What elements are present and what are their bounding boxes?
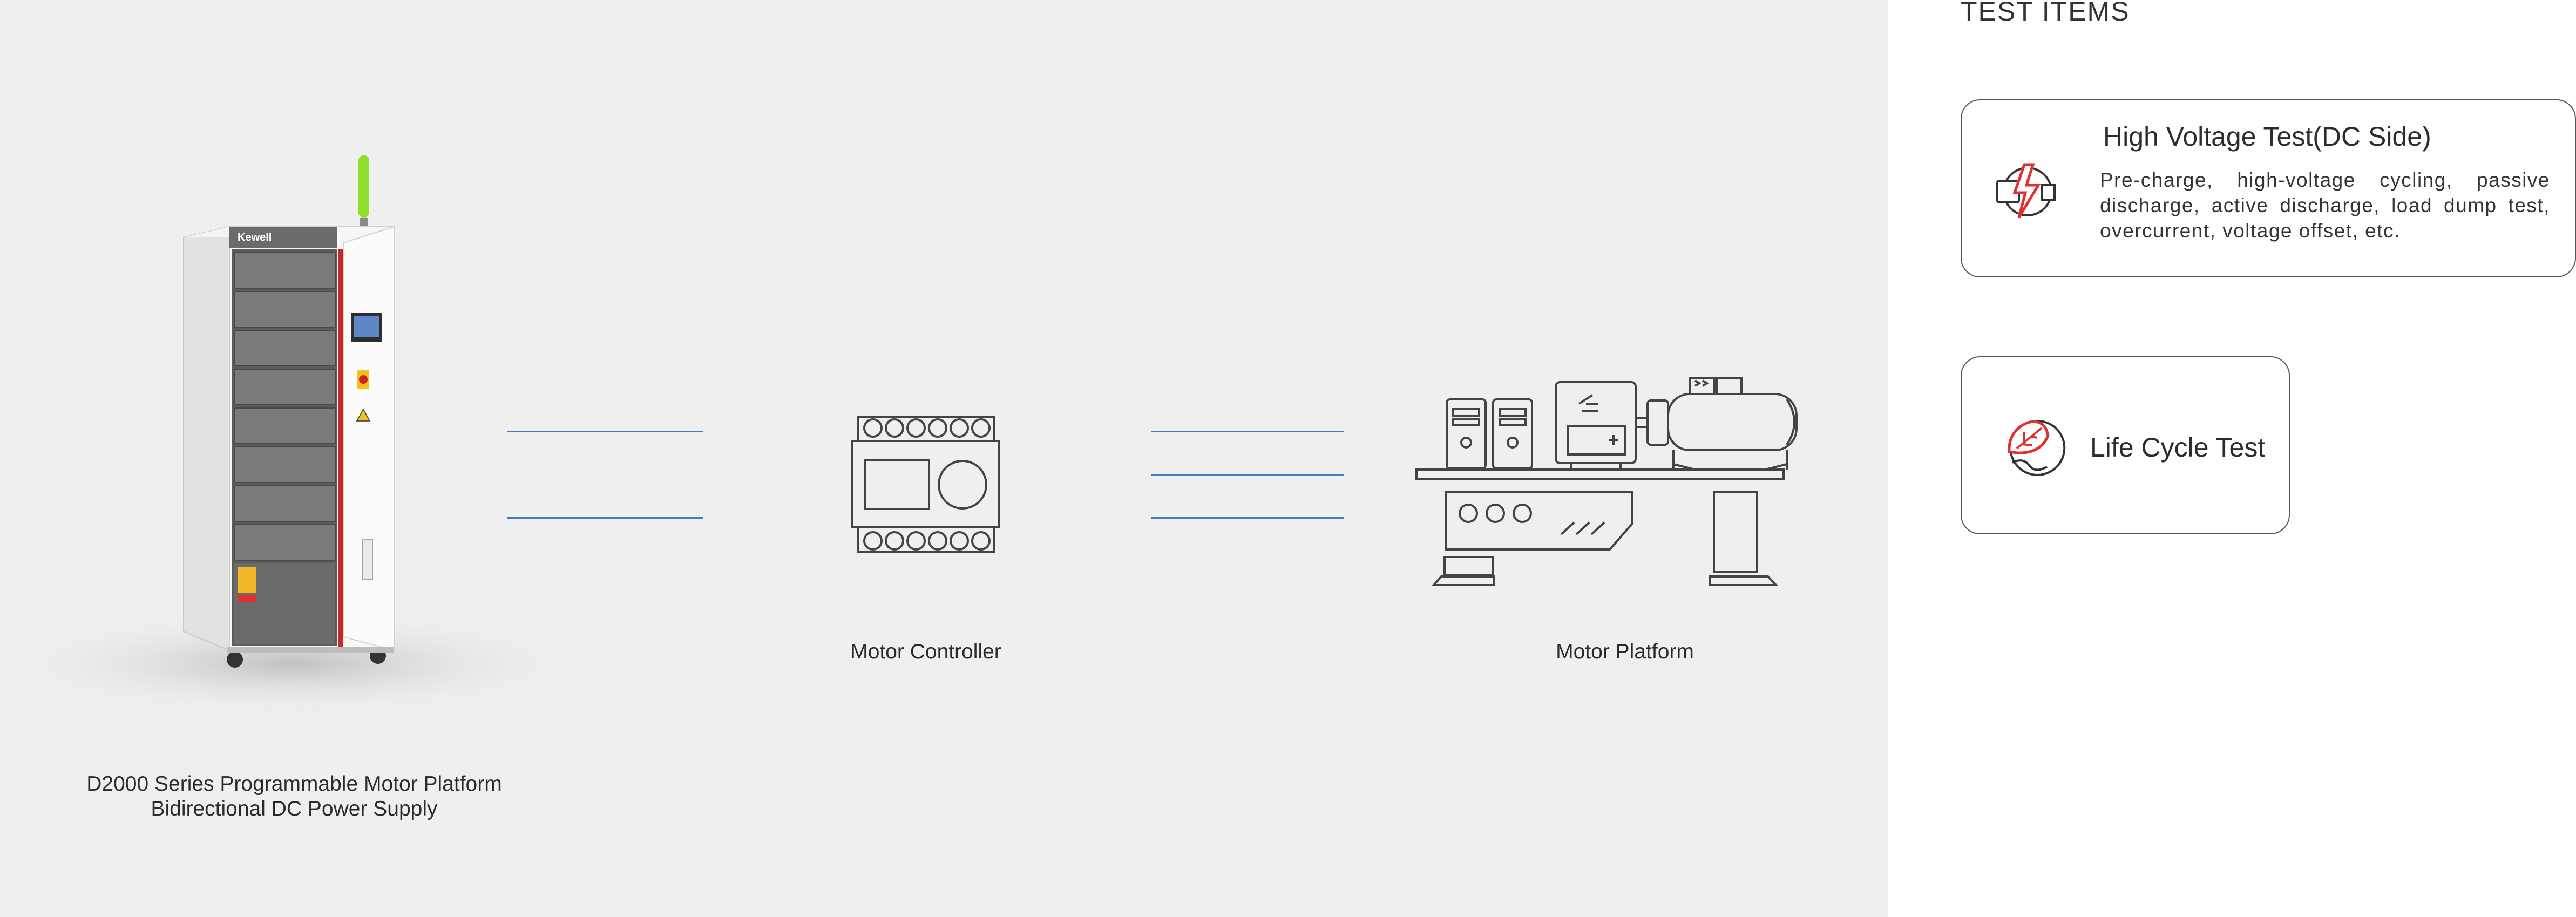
connection-line [1151, 517, 1344, 519]
life-cycle-icon [2008, 419, 2066, 476]
high-voltage-icon [1996, 163, 2056, 219]
connection-line [1151, 474, 1344, 476]
connection-line [507, 517, 703, 519]
test-item-card-life-cycle[interactable]: Life Cycle Test [1961, 356, 2290, 534]
test-item-title: Life Cycle Test [2090, 432, 2266, 463]
motor-controller-caption: Motor Controller [850, 640, 1001, 663]
signal-light [358, 155, 369, 218]
floor-shadow [0, 610, 594, 718]
power-supply-caption-line1: D2000 Series Programmable Motor Platform [86, 772, 502, 796]
test-item-title: High Voltage Test(DC Side) [2103, 121, 2431, 152]
connection-line [507, 431, 703, 432]
motor-platform-caption: Motor Platform [1556, 640, 1694, 663]
test-items-title: TEST ITEMS [1961, 0, 2130, 26]
motor-controller-icon [851, 416, 1000, 553]
power-supply-cabinet: Kewell [183, 155, 395, 668]
test-item-card-high-voltage[interactable]: High Voltage Test(DC Side) Pre-charge, h… [1961, 99, 2576, 277]
test-item-description: Pre-charge, high-voltage cycling, passiv… [2100, 169, 2550, 242]
power-supply-caption: D2000 Series Programmable Motor Platform… [76, 772, 513, 821]
motor-platform-icon [1415, 377, 1798, 586]
diagram-panel: Kewell [0, 0, 1888, 917]
connection-line [1151, 431, 1344, 432]
power-supply-caption-line2: Bidirectional DC Power Supply [151, 797, 438, 820]
brand-logo: Kewell [238, 232, 272, 243]
